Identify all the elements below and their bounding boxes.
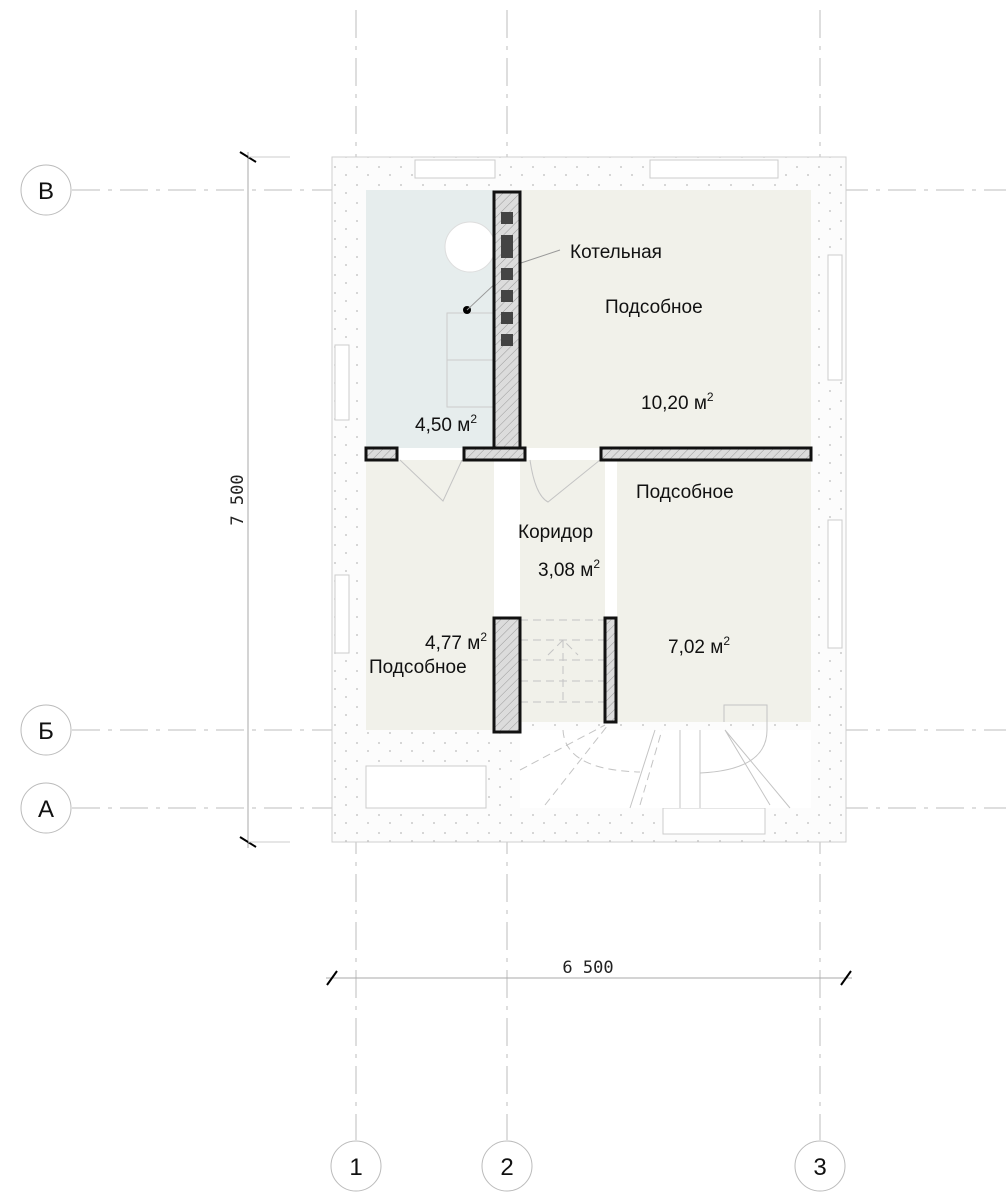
room-utility-right [617,460,811,722]
width-dimension: 6 500 [562,958,613,978]
height-dimension: 7 500 [228,474,248,525]
room-corridor [520,460,605,722]
room-area: 10,20 м [641,393,707,414]
svg-text:3: 3 [813,1154,826,1181]
svg-text:А: А [38,796,54,823]
axis-marker-b: Б [20,704,72,756]
stairs [519,619,791,809]
axis-markers: 1 2 3 В Б А [20,164,846,1192]
interior-walls [364,190,813,734]
room-utility-top [520,190,811,448]
room-utility-left [366,460,494,730]
axis-marker-2: 2 [481,1140,533,1192]
doors [399,459,601,503]
svg-text:10,20 м2: 10,20 м2 [641,390,714,414]
room-labels: Котельная 4,50 м2 Подсобное 10,20 м2 Кор… [369,242,734,678]
room-name: Коридор [518,522,593,543]
svg-text:4,50 м2: 4,50 м2 [415,412,477,436]
room-area: 3,08 м [538,560,593,581]
svg-text:1: 1 [349,1154,362,1181]
svg-text:В: В [38,178,54,205]
rooms [366,190,811,730]
room-area: 4,50 м [415,415,470,436]
room-name: Подсобное [636,482,734,503]
room-name: Подсобное [605,297,703,318]
room-area: 7,02 м [668,637,723,658]
chimney-flues [501,212,513,346]
boiler-tank [444,221,496,273]
svg-text:7,02 м2: 7,02 м2 [668,634,730,658]
axis-marker-3: 3 [794,1140,846,1192]
svg-text:Б: Б [38,718,54,745]
axis-marker-a: А [20,782,72,834]
svg-text:2: 2 [500,1154,513,1181]
room-name: Котельная [570,242,662,263]
axis-marker-v: В [20,164,72,216]
room-area: 4,77 м [425,633,480,654]
dimension-lines: 7 500 6 500 [228,151,852,986]
room-name: Подсобное [369,657,467,678]
axis-marker-1: 1 [330,1140,382,1192]
svg-text:4,77 м2: 4,77 м2 [425,630,487,654]
svg-text:3,08 м2: 3,08 м2 [538,557,600,581]
